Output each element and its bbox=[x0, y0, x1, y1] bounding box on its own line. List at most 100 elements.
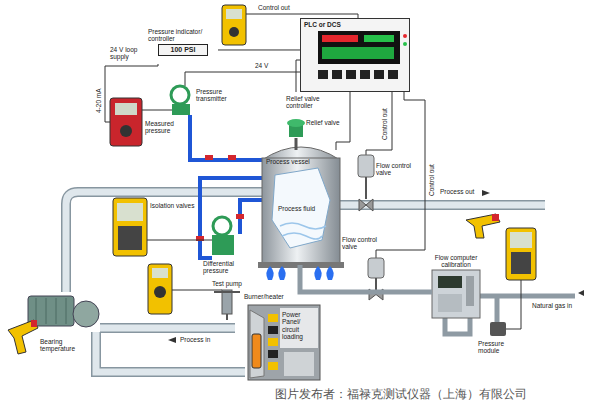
burner-flame bbox=[326, 266, 333, 280]
plc-panel bbox=[300, 18, 410, 92]
infrared-thermometer bbox=[31, 320, 37, 327]
part-label: Control out bbox=[381, 108, 388, 140]
hand-test-pump bbox=[222, 290, 232, 314]
process-pump bbox=[46, 298, 47, 324]
flow-computer bbox=[432, 270, 480, 318]
infrared-thermometer bbox=[8, 320, 38, 354]
process-vessel-body bbox=[262, 158, 340, 264]
part-label: Burner/heater bbox=[244, 293, 298, 300]
node-heading: Process vessel bbox=[266, 158, 326, 165]
node-heading: PLC or DCS bbox=[304, 21, 354, 28]
field-calibrator bbox=[506, 228, 536, 280]
part-label: Relief valve bbox=[306, 119, 350, 126]
process-pump bbox=[73, 301, 99, 327]
process-vessel-body bbox=[282, 233, 322, 239]
signal-wire bbox=[185, 72, 300, 86]
power-panel bbox=[252, 334, 261, 368]
node-heading: Pressure indicator/ controller bbox=[148, 28, 218, 43]
part-label: Pressure module bbox=[478, 340, 520, 355]
gas-pipe bbox=[495, 298, 500, 322]
power-panel-box: Power Panel/ circuit loading bbox=[248, 305, 320, 380]
differential-transmitter bbox=[213, 217, 231, 235]
pressure-transmitter bbox=[171, 86, 190, 115]
display-readout: 100 PSI bbox=[158, 44, 208, 56]
flow-arrow bbox=[168, 337, 176, 343]
multimeter bbox=[154, 286, 166, 298]
watermark: 图片发布者：福禄克测试仪器（上海）有限公司 bbox=[275, 388, 527, 402]
part-label: Control out bbox=[258, 4, 318, 11]
process-pipe-outer bbox=[96, 332, 245, 372]
plc-panel bbox=[388, 70, 398, 79]
relief-valve bbox=[295, 138, 298, 150]
power-panel bbox=[284, 352, 314, 376]
part-label: Natural gas in bbox=[532, 302, 590, 309]
process-pipe-inner bbox=[96, 332, 245, 372]
power-panel bbox=[280, 308, 318, 348]
part-label: Test pump bbox=[212, 280, 252, 287]
process-vessel-body bbox=[272, 168, 330, 248]
plc-panel bbox=[318, 70, 328, 79]
plc-panel bbox=[374, 70, 384, 79]
field-calibrator bbox=[511, 252, 531, 274]
process-vessel-body bbox=[258, 147, 344, 268]
part-label: Isolation valves bbox=[150, 202, 196, 209]
pressure-calibrator bbox=[117, 203, 143, 221]
flow-arrow bbox=[482, 190, 490, 196]
part-label: Process in bbox=[180, 336, 222, 343]
flow-computer bbox=[438, 294, 462, 312]
process-pump bbox=[66, 298, 67, 324]
plc-panel bbox=[403, 42, 407, 46]
part-label: Process fluid bbox=[278, 205, 320, 212]
gas-pipe bbox=[480, 294, 575, 299]
indicator-box: Pressure indicator/ controller100 PSI bbox=[148, 28, 218, 56]
signal-wire bbox=[366, 92, 392, 155]
impulse-line bbox=[190, 115, 262, 258]
relief-valve bbox=[287, 119, 305, 127]
plc-panel bbox=[403, 34, 407, 38]
power-panel bbox=[248, 305, 320, 380]
burner-flame bbox=[314, 266, 321, 280]
part-label: 24 V bbox=[255, 62, 279, 69]
isolation-valve-handle bbox=[236, 214, 244, 219]
loop-calibrator bbox=[110, 98, 142, 146]
node-heading: Power Panel/ circuit loading bbox=[282, 311, 318, 341]
plc-panel bbox=[322, 47, 394, 59]
plc-panel bbox=[360, 70, 370, 79]
power-panel bbox=[268, 326, 278, 334]
plc-panel bbox=[318, 31, 400, 64]
infrared-thermometer bbox=[466, 214, 500, 238]
multimeter bbox=[152, 268, 168, 278]
signal-connector bbox=[218, 49, 300, 50]
isolation-valve-handle bbox=[196, 155, 244, 241]
power-panel bbox=[268, 314, 278, 322]
multimeter bbox=[148, 264, 172, 314]
process-pipe-outer bbox=[66, 192, 262, 292]
loop-calibrator bbox=[120, 125, 132, 137]
multimeter bbox=[148, 264, 172, 314]
part-label: 4-20 mA bbox=[95, 88, 102, 113]
impulse-line bbox=[190, 115, 262, 160]
power-panel bbox=[250, 310, 264, 378]
pressure-transmitter bbox=[172, 104, 190, 115]
relief-valve bbox=[287, 119, 305, 150]
loop-calibrator bbox=[110, 98, 142, 146]
node-heading: Flow computer calibration bbox=[426, 254, 486, 269]
flow-arrow bbox=[578, 290, 584, 296]
hand-test-pump bbox=[214, 291, 240, 293]
field-calibrator bbox=[506, 228, 536, 280]
plc-panel bbox=[322, 35, 358, 42]
gas-supply-pipe bbox=[300, 265, 432, 292]
loop-calibrator bbox=[115, 103, 137, 115]
power-panel bbox=[268, 338, 278, 346]
process-meter bbox=[222, 5, 246, 45]
process-pump bbox=[28, 296, 99, 327]
pressure-calibrator bbox=[118, 226, 142, 250]
flow-control-valve bbox=[358, 155, 384, 300]
part-label: Measured pressure bbox=[145, 120, 185, 135]
signal-wire bbox=[142, 110, 172, 111]
signal-wire bbox=[172, 290, 222, 291]
process-pump bbox=[28, 296, 74, 326]
hand-test-pump bbox=[214, 290, 240, 320]
